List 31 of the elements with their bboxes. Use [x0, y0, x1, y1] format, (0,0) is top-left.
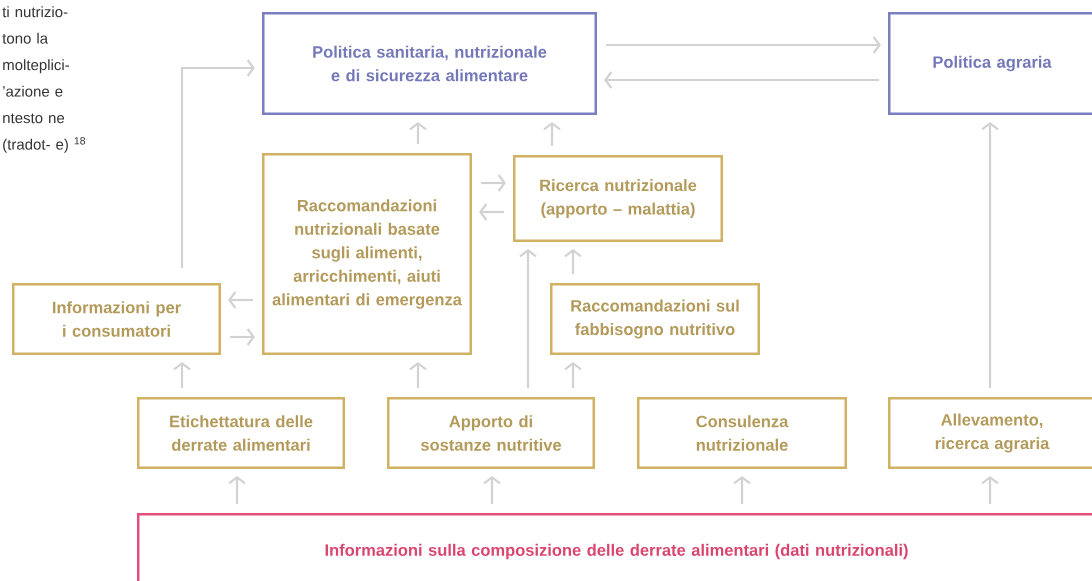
arrow [483, 476, 501, 504]
process-box: Informazioni per i consumatori [12, 283, 221, 355]
process-box: Apporto di sostanze nutritive [387, 397, 595, 469]
process-box: Consulenza nutrizionale [637, 397, 847, 469]
caption-text: ti nutrizio- tono la molteplici- ’azione e ntesto ne (tradot- e) $^{18}$ [2, 6, 86, 153]
process-box: Allevamento, ricerca agraria [888, 397, 1092, 469]
process-box: Informazioni sulla composizione delle derrate alimentari (dati nutrizionali) [137, 513, 1092, 581]
arrow [409, 362, 427, 388]
process-box: Ricerca nutrizionale (apporto – malattia) [513, 155, 723, 242]
arrow [981, 476, 999, 504]
arrow [228, 476, 246, 504]
arrow [543, 122, 561, 146]
process-box: Etichettatura delle derrate alimentari [137, 397, 345, 469]
process-box: Politica sanitaria, nutrizionale e di sicurezza alimentare [262, 12, 597, 115]
process-box: Raccomandazioni nutrizionali basate sugli alimenti, arricchimenti, aiuti alimentari di emergenza [262, 153, 472, 355]
arrow [481, 174, 506, 192]
arrow [733, 476, 751, 504]
arrow [180, 59, 255, 268]
arrow [604, 71, 879, 89]
arrow [230, 328, 255, 346]
arrow [173, 362, 191, 388]
arrow [479, 203, 504, 221]
arrow [409, 122, 427, 144]
arrow [519, 249, 537, 388]
arrow [981, 122, 999, 388]
process-box: Raccomandazioni sul fabbisogno nutritivo [550, 283, 760, 355]
arrow [564, 249, 582, 274]
arrow [606, 36, 881, 54]
arrow [228, 291, 253, 309]
process-box: Politica agraria [888, 12, 1092, 115]
arrow [564, 362, 582, 388]
